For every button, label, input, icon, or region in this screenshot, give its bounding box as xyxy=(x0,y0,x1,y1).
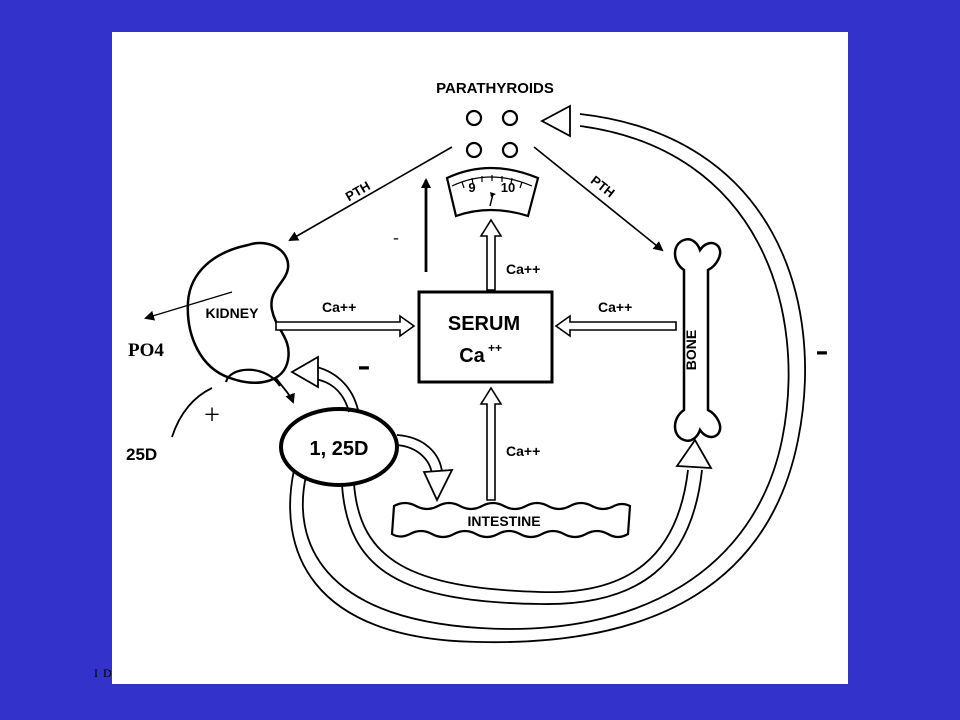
ca-bone-label: Ca++ xyxy=(598,299,632,315)
serum-to-gauge-arrow xyxy=(479,218,503,291)
intestine-label: INTESTINE xyxy=(467,513,540,529)
bone-to-serum-arrow xyxy=(554,314,677,338)
active-vitamin-d-label: 1, 25D xyxy=(310,438,369,460)
intestine-shape xyxy=(390,501,632,539)
pth-right-label: PTH xyxy=(588,173,618,201)
parathyroid-glands xyxy=(465,109,519,159)
po4-label: PO4 xyxy=(128,340,164,361)
parathyroids-label: PARATHYROIDS xyxy=(436,80,554,97)
intestine-to-serum-arrow xyxy=(479,386,503,501)
serum-box xyxy=(417,290,554,384)
slide-footer-text: I D xyxy=(94,666,113,680)
stimulate-sign: + xyxy=(204,400,220,431)
serum-ca-label: Ca xyxy=(459,345,485,367)
kidney-to-vitd-arrow xyxy=(275,377,295,404)
active-vitamin-d-oval xyxy=(279,407,399,487)
gauge-label-low: 9 xyxy=(468,180,475,195)
vitd-feedback-to-kidney-arrow xyxy=(290,355,359,413)
vitd-feedback-to-parathyroids-arrow xyxy=(289,104,806,644)
calcium-gauge xyxy=(445,166,540,218)
serum-label: SERUM xyxy=(448,313,520,335)
precursor-vitamin-d-label: 25D xyxy=(126,445,157,464)
vitd-to-intestine-arrow xyxy=(396,434,454,503)
pth-arrow-to-kidney xyxy=(288,146,453,241)
kidney-shape xyxy=(186,241,290,384)
pth-arrow-to-bone xyxy=(533,146,664,252)
ca-kidney-label: Ca++ xyxy=(322,299,356,315)
gauge-label-high: 10 xyxy=(501,180,515,195)
precursor-line xyxy=(171,387,213,438)
po4-arrow xyxy=(144,291,233,321)
ca-up-label: Ca++ xyxy=(506,261,540,277)
inhibit-sign-kidney: - xyxy=(358,344,371,386)
ca-intestine-label: Ca++ xyxy=(506,443,540,459)
bone-label: BONE xyxy=(683,330,699,370)
kidney-to-serum-arrow xyxy=(275,314,416,338)
kidney-label: KIDNEY xyxy=(206,305,260,321)
serum-ca-superscript: ++ xyxy=(488,341,502,355)
vitd-to-bone-arrow xyxy=(341,438,713,605)
bone-shape xyxy=(673,238,722,442)
inhibit-sign-bone: - xyxy=(816,329,829,371)
inhibit-sign-small: - xyxy=(393,228,399,247)
